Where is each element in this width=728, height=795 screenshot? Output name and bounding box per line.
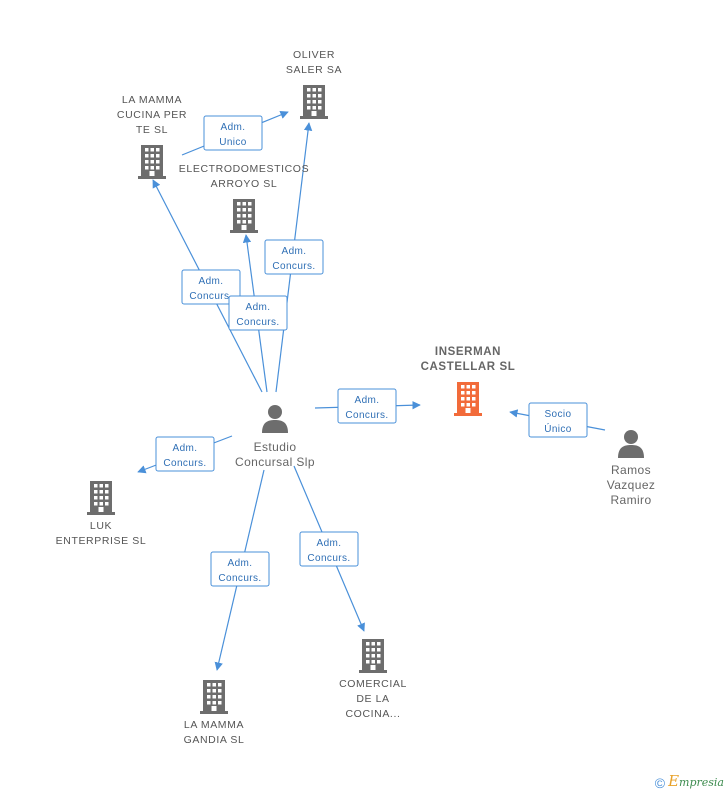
edge-label[interactable]: Adm. Concurs. bbox=[299, 531, 359, 567]
node-label: COMERCIAL DE LA COCINA... bbox=[339, 678, 407, 720]
edge-label-line: Socio bbox=[544, 409, 571, 420]
building-icon bbox=[199, 678, 229, 719]
node-label: LUK ENTERPRISE SL bbox=[55, 520, 147, 547]
edge-label[interactable]: Adm. Concurs. bbox=[337, 388, 397, 424]
edge-label-line: Adm. bbox=[246, 302, 271, 313]
person-icon bbox=[260, 403, 290, 438]
building-icon bbox=[299, 83, 329, 124]
edge-label-line: Concurs. bbox=[163, 458, 206, 469]
edge-label-line: Concurs. bbox=[189, 291, 232, 302]
building-icon bbox=[86, 479, 116, 520]
edge-label[interactable]: Adm. Concurs. bbox=[181, 269, 241, 305]
edge-label-line: Concurs. bbox=[272, 261, 315, 272]
brand-name: mpresia bbox=[679, 775, 724, 789]
person-icon bbox=[616, 428, 646, 463]
edge-label-line: Adm. bbox=[173, 443, 198, 454]
building-icon bbox=[229, 197, 259, 238]
edge-label-line: Concurs. bbox=[345, 410, 388, 421]
edge-label-line: Adm. bbox=[228, 558, 253, 569]
edge-label-line: Adm. bbox=[317, 538, 342, 549]
node-label: ELECTRODOMESTICOS ARROYO SL bbox=[178, 163, 310, 190]
building-icon bbox=[453, 380, 483, 421]
edge-label[interactable]: Adm. Concurs. bbox=[155, 436, 215, 472]
footer-brand: © Empresia bbox=[655, 772, 724, 791]
copyright-icon: © bbox=[654, 775, 666, 791]
edge-label-line: Unico bbox=[219, 137, 247, 148]
edge-label-line: Único bbox=[544, 422, 572, 435]
edge-label-line: Adm. bbox=[282, 246, 307, 257]
edge-label-line: Concurs. bbox=[218, 573, 261, 584]
edge-label[interactable]: Adm. Unico bbox=[203, 115, 263, 151]
node-label: OLIVER SALER SA bbox=[285, 49, 343, 76]
edge-label-line: Adm. bbox=[355, 395, 380, 406]
node-label: Ramos Vazquez Ramiro bbox=[606, 463, 656, 507]
edge-label-line: Adm. bbox=[221, 122, 246, 133]
edge-label-line: Concurs. bbox=[236, 317, 279, 328]
brand-initial: E bbox=[668, 771, 680, 790]
edge-label-line: Adm. bbox=[199, 276, 224, 287]
node-label: INSERMAN CASTELLAR SL bbox=[420, 346, 516, 373]
edge-label[interactable]: Adm. Concurs. bbox=[228, 295, 288, 331]
node-label: Estudio Concursal Slp bbox=[235, 440, 315, 469]
node-label: LA MAMMA CUCINA PER TE SL bbox=[116, 94, 188, 136]
edge-label[interactable]: Adm. Concurs. bbox=[264, 239, 324, 275]
building-icon bbox=[137, 143, 167, 184]
edge-label[interactable]: Adm. Concurs. bbox=[210, 551, 270, 587]
node-label: LA MAMMA GANDIA SL bbox=[183, 719, 245, 746]
edge-label-line: Concurs. bbox=[307, 553, 350, 564]
building-icon bbox=[358, 637, 388, 678]
